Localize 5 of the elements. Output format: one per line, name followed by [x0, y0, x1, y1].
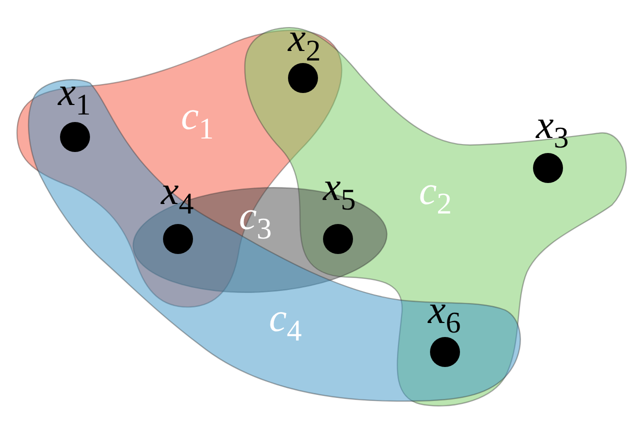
math-label: x$_{2}$ — [288, 18, 321, 58]
math-label: c$_{1}$ — [181, 96, 214, 136]
math-label: c$_{4}$ — [269, 298, 302, 338]
math-label: x$_{1}$ — [58, 72, 91, 112]
math-label: c$_{2}$ — [419, 171, 452, 211]
